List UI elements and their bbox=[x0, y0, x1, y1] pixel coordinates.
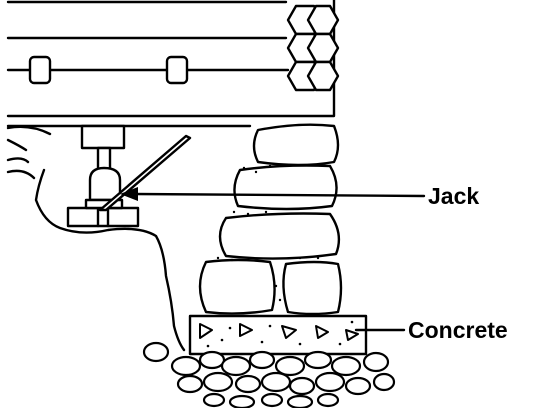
jack bbox=[66, 124, 192, 228]
rubble-fill bbox=[142, 341, 396, 410]
pier-stone-4 bbox=[198, 258, 276, 315]
pier-stone-2 bbox=[233, 164, 338, 211]
jack-screw bbox=[96, 146, 112, 172]
footing-block bbox=[188, 314, 368, 356]
jack-callout: Jack bbox=[120, 183, 479, 209]
rail-block-right bbox=[165, 55, 189, 85]
stone-pier bbox=[198, 123, 343, 316]
concrete-label: Concrete bbox=[408, 317, 508, 343]
sill-end-marks bbox=[6, 125, 52, 180]
jack-label: Jack bbox=[428, 183, 479, 209]
rail-block-left bbox=[28, 55, 52, 85]
mortar-speckle bbox=[216, 164, 320, 302]
pier-stone-5 bbox=[282, 260, 343, 316]
upper-sill-outline bbox=[6, 0, 336, 118]
jack-handle bbox=[98, 134, 192, 212]
aggregate-dots bbox=[206, 320, 354, 348]
jack-top-plate bbox=[80, 124, 126, 150]
concrete-callout: Concrete bbox=[354, 317, 508, 343]
ground-line bbox=[34, 168, 186, 352]
pier-stone-1 bbox=[252, 123, 340, 167]
jack-leader-line bbox=[132, 192, 426, 198]
pier-stone-3 bbox=[218, 212, 341, 260]
floor-framing bbox=[6, 0, 340, 180]
jack-arrowhead bbox=[120, 187, 138, 201]
aggregate-triangles bbox=[199, 323, 359, 341]
hex-ends bbox=[286, 4, 340, 92]
jack-body bbox=[88, 166, 122, 202]
concrete-footing bbox=[188, 314, 368, 356]
